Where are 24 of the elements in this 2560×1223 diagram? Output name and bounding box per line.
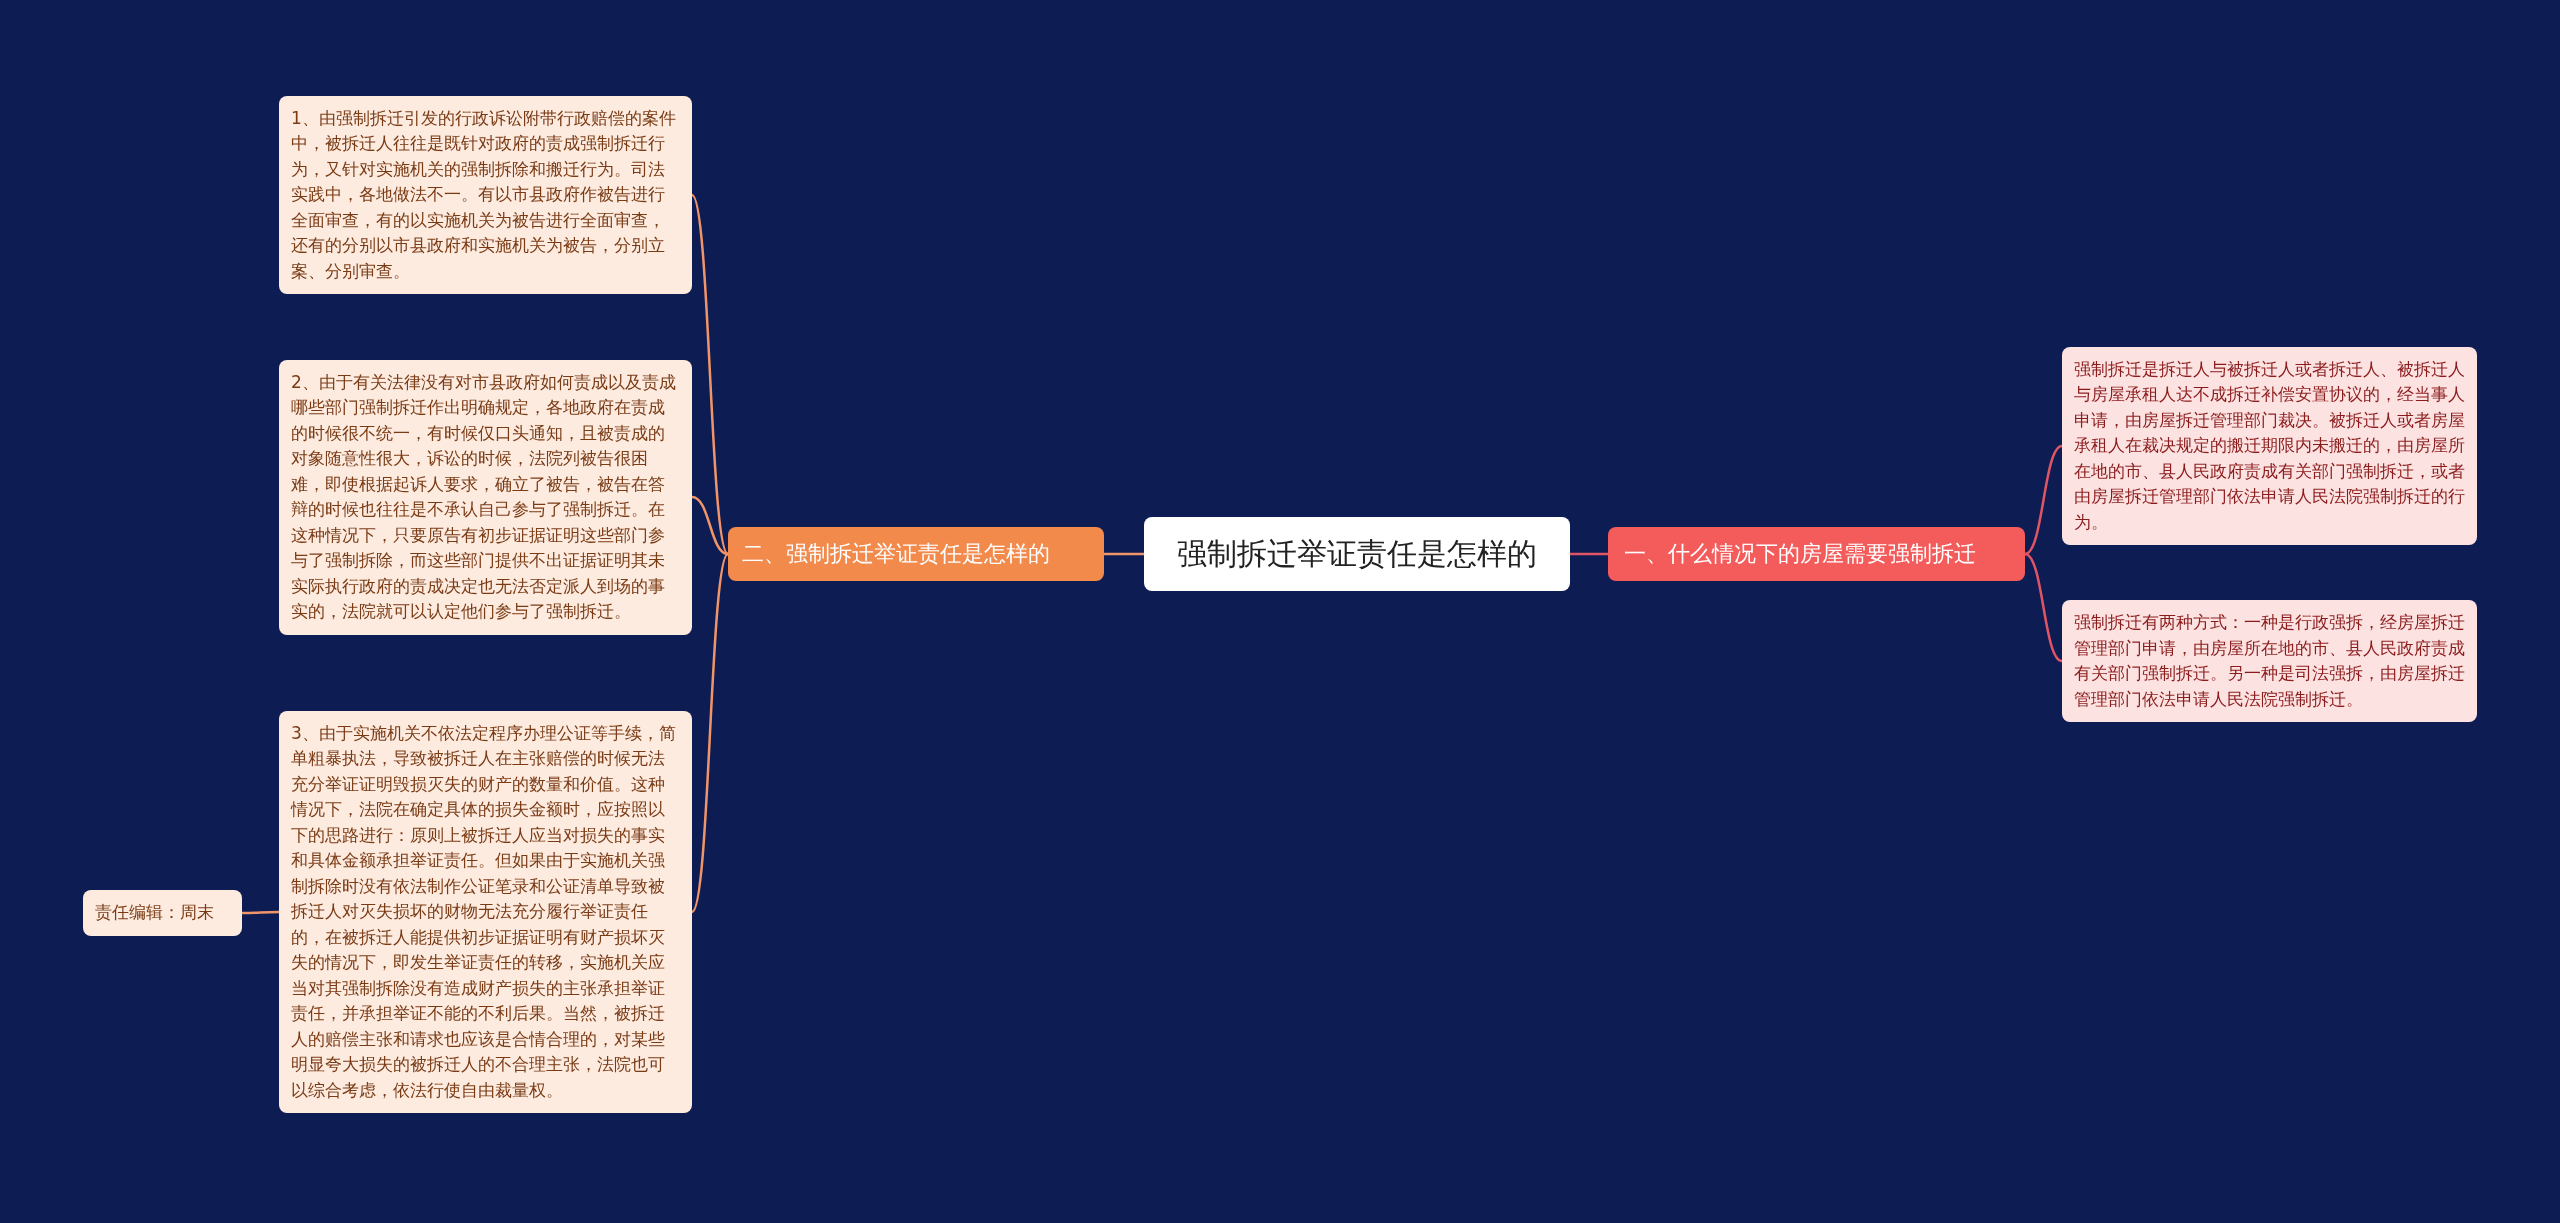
connector-line (2024, 552, 2063, 663)
root-topic-box (1144, 517, 1570, 591)
detail-box (2062, 346, 2477, 546)
detail-box (279, 95, 692, 295)
connector-line (690, 194, 730, 555)
branch-topic-box (728, 526, 1104, 582)
topic-text: 一、什么情况下的房屋需要强制拆迁 (1624, 539, 1977, 568)
editor-note-box (83, 890, 242, 936)
connector-line (242, 910, 279, 915)
topic-text: 2、由于有关法律没有对市县政府如何责成以及责成哪些部门强制拆迁作出明确规定，各地政府在责成的时候很不统一，有时候仅口头通知，且被责成的对象随意性很大，诉讼的时候，法院列被告很困难，即使根据起诉人要求，确立了被告，被告在答辩的时候也往往是不承认自己参与了强制拆迁。在这种情况下，只要原告有初步证据证明这些部门参与了强制拆除，而这些部门提供不出证据证明其未实际执行政府的责成决定也无法否定派人到场的事实的，法院就可以认定他们参与了强制拆迁。 (291, 370, 677, 623)
topic-text: 3、由于实施机关不依法定程序办理公证等手续，简单粗暴执法，导致被拆迁人在主张赔偿的时候无法充分举证证明毁损灭失的财产的数量和价值。这种情况下，法院在确定具体的损失金额时，应按照以下的思路进行：原则上被拆迁人应当对损失的事实和具体金额承担举证责任。但如果由于实施机关强制拆除时没有依法制作公证笔录和公证清单导致被拆迁人对灭失损坏的财物无法充分履行举证责任的，在被拆迁人能提供初步证据证明有财产损坏灭失的情况下，即发生举证责任的转移，实施机关应当对其强制拆除没有造成财产损失的主张承担举证责任，并承担举证不能的不利后果。当然，被拆迁人的赔偿主张和请求也应该是合情合理的，对某些明显夸大损失的被拆迁人的不合理主张，法院也可以综合考虑，依法行使自由裁量权。 (291, 721, 677, 1102)
topic-text: 1、由强制拆迁引发的行政诉讼附带行政赔偿的案件中，被拆迁人往往是既针对政府的责成强制拆迁行为，又针对实施机关的强制拆除和搬迁行为。司法实践中，各地做法不一。有以市县政府作被告进行全面审查，有的以实施机关为被告进行全面审查，还有的分别以市县政府和实施机关为被告，分别立案、分别审查。 (291, 106, 677, 283)
topic-text: 二、强制拆迁举证责任是怎样的 (742, 539, 1051, 568)
connector-line (1104, 552, 1144, 556)
topic-text: 责任编辑：周末 (95, 901, 215, 925)
topic-text: 强制拆迁是拆迁人与被拆迁人或者拆迁人、被拆迁人与房屋承租人达不成拆迁补偿安置协议的，经当事人申请，由房屋拆迁管理部门裁决。被拆迁人或者房屋承租人在裁决规定的搬迁期限内未搬迁的，由房屋所在地的市、县人民政府责成有关部门强制拆迁，或者由房屋拆迁管理部门依法申请人民法院强制拆迁的行为。 (2074, 357, 2465, 534)
connector-line (1570, 552, 1608, 556)
topic-text: 强制拆迁有两种方式：一种是行政强拆，经房屋拆迁管理部门申请，由房屋所在地的市、县人民政府责成有关部门强制拆迁。另一种是司法强拆，由房屋拆迁管理部门依法申请人民法院强制拆迁。 (2074, 611, 2465, 711)
branch-topic-box (1608, 526, 2025, 582)
connector-line (690, 553, 730, 913)
topic-text: 强制拆迁举证责任是怎样的 (1176, 535, 1538, 573)
connector-line (2024, 444, 2063, 556)
detail-box (2062, 600, 2477, 722)
connector-line (691, 495, 729, 556)
